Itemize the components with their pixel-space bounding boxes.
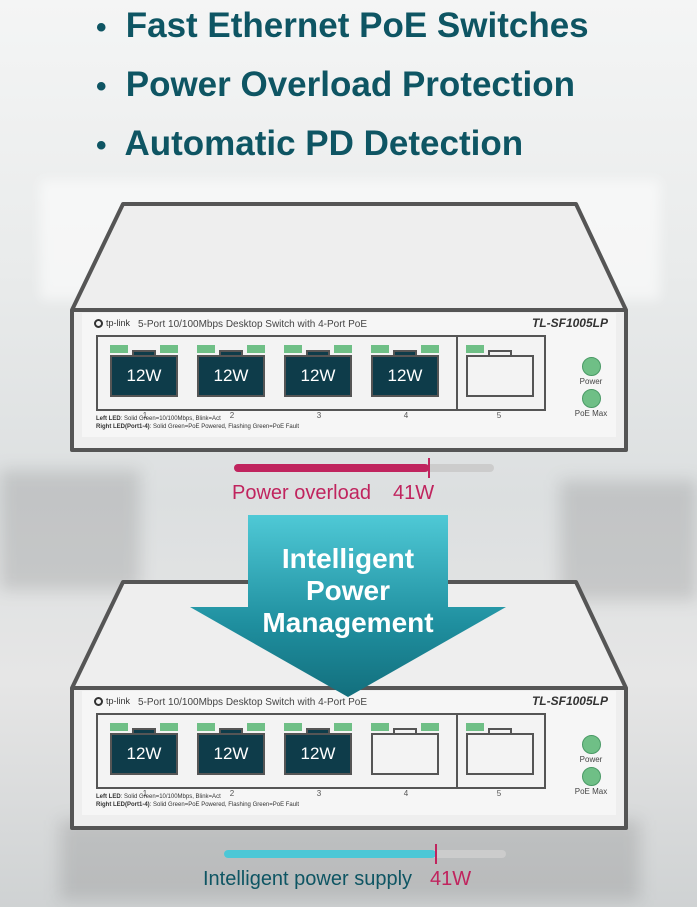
status-leds: Power PoE Max [566, 735, 616, 799]
feature-item: • Power Overload Protection [96, 65, 576, 104]
uplink-port-group [456, 713, 546, 789]
feature-item: • Fast Ethernet PoE Switches [96, 6, 589, 45]
led-legend: Left LED: Solid Green=10/100Mbps, Blink=… [96, 794, 300, 808]
ethernet-port: 12W [110, 345, 178, 397]
port-number: 4 [403, 789, 409, 798]
feature-list: • Fast Ethernet PoE Switches • Power Ove… [96, 2, 589, 179]
ethernet-port: 12W [284, 345, 352, 397]
device-description: 5-Port 10/100Mbps Desktop Switch with 4-… [138, 319, 367, 330]
ethernet-port: 12W [197, 345, 265, 397]
power-overload-bar [234, 458, 494, 478]
ethernet-port [466, 723, 534, 775]
ethernet-port: 12W [197, 723, 265, 775]
ethernet-port [371, 723, 439, 775]
front-panel: tp-link 5-Port 10/100Mbps Desktop Switch… [82, 313, 616, 437]
switch-device-top: tp-link 5-Port 10/100Mbps Desktop Switch… [68, 200, 630, 455]
port-number: 1 [142, 411, 148, 420]
led-legend: Left LED: Solid Green=10/100Mbps, Blink=… [96, 416, 300, 430]
status-leds: Power PoE Max [566, 357, 616, 421]
power-led [581, 357, 601, 376]
port-number: 5 [496, 411, 502, 420]
feature-text: Fast Ethernet PoE Switches [125, 6, 589, 45]
port-number: 1 [142, 789, 148, 798]
uplink-port-group [456, 335, 546, 411]
poe-max-led [581, 389, 601, 408]
device-description: 5-Port 10/100Mbps Desktop Switch with 4-… [138, 697, 367, 708]
switch-device-bottom: tp-link 5-Port 10/100Mbps Desktop Switch… [68, 578, 630, 833]
bar-fill [224, 850, 436, 858]
arrow-caption: Intelligent Power Management [262, 543, 434, 638]
power-led [581, 735, 601, 754]
down-arrow-icon [190, 515, 506, 697]
poe-port-group: 12W 12W 12W [96, 713, 458, 789]
bar-marker [434, 844, 437, 864]
model-name: TL-SF1005LP [531, 316, 608, 330]
feature-text: Automatic PD Detection [124, 124, 524, 163]
brand-logo: tp-link [94, 318, 130, 328]
port-number: 2 [229, 789, 235, 798]
port-number: 3 [316, 789, 322, 798]
port-number: 3 [316, 411, 322, 420]
brand-logo: tp-link [94, 696, 130, 706]
port-number: 5 [496, 789, 502, 798]
ethernet-port: 12W [371, 345, 439, 397]
poe-port-group: 12W 12W 12W 12W [96, 335, 458, 411]
poe-max-led [581, 767, 601, 786]
ethernet-port: 12W [284, 723, 352, 775]
feature-item: • Automatic PD Detection [96, 124, 524, 163]
ethernet-port [466, 345, 534, 397]
bar-marker [428, 458, 430, 478]
bar-fill [234, 464, 429, 472]
port-number: 2 [229, 411, 235, 420]
model-name: TL-SF1005LP [531, 694, 608, 708]
feature-text: Power Overload Protection [125, 65, 576, 104]
port-number: 4 [403, 411, 409, 420]
front-panel: tp-link 5-Port 10/100Mbps Desktop Switch… [82, 691, 616, 815]
ethernet-port: 12W [110, 723, 178, 775]
power-supply-bar [224, 844, 506, 864]
